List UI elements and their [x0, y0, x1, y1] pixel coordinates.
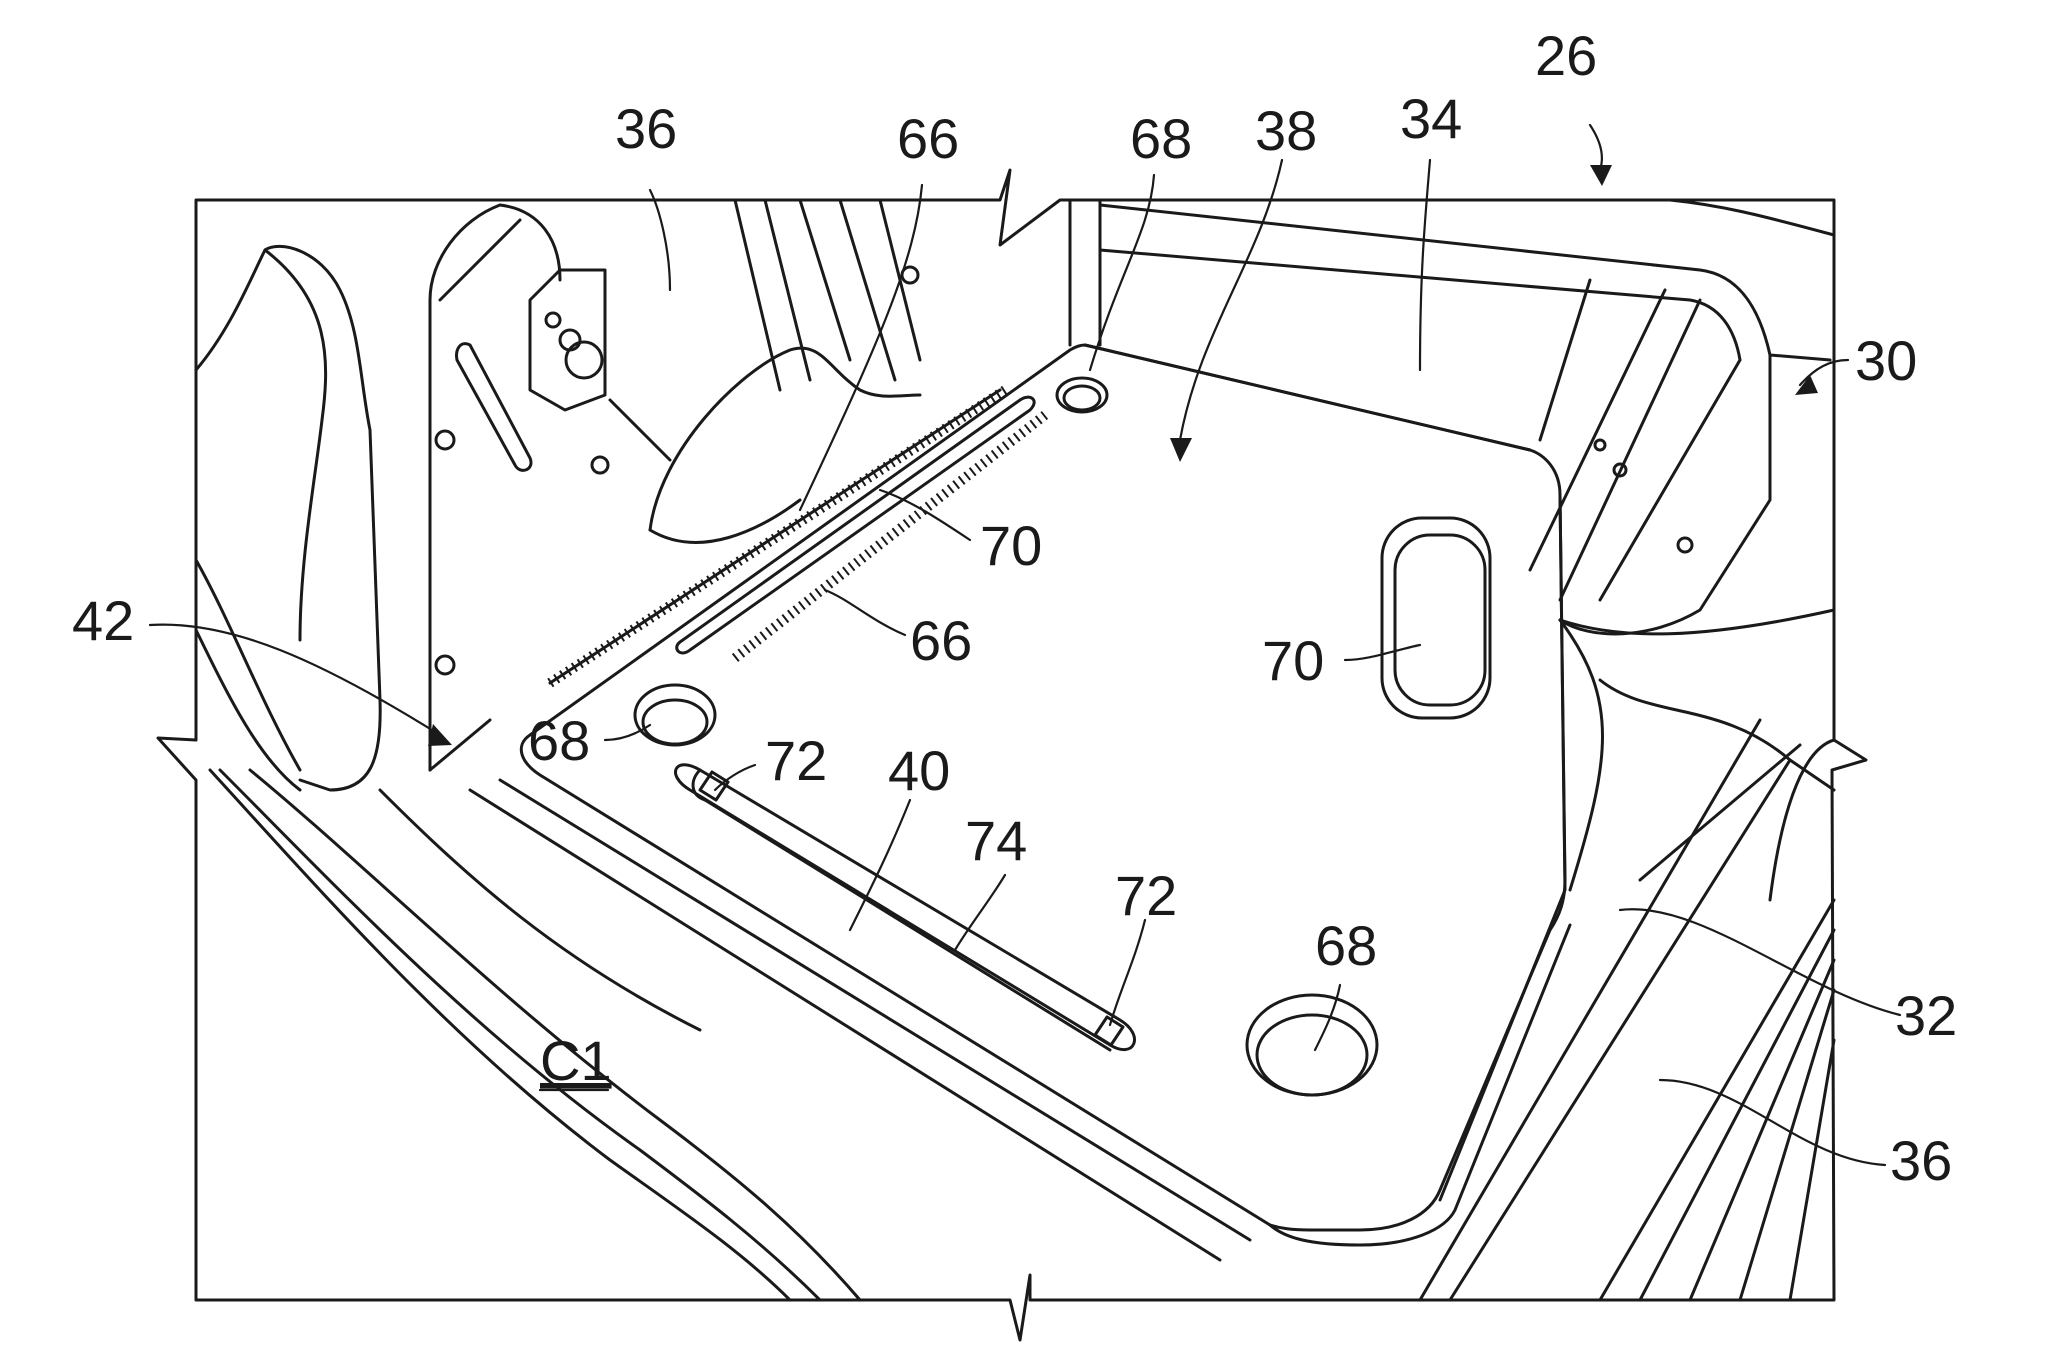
label-68-top: 68: [1130, 107, 1192, 170]
floor-panel: [468, 343, 1572, 1262]
left-trim-bulge: [648, 346, 922, 544]
reference-labels: 26 36 66 68 38 34 30 70 66 42 70 68 72 4…: [72, 24, 1957, 1192]
hole-top: [1055, 376, 1109, 414]
label-34: 34: [1400, 87, 1462, 150]
label-36-bottom: 36: [1890, 1129, 1952, 1192]
label-c1: C1: [540, 1029, 612, 1092]
ribbed-strips: [547, 385, 1049, 688]
label-70-mid: 70: [980, 514, 1042, 577]
label-74: 74: [965, 809, 1027, 872]
label-30: 30: [1855, 329, 1917, 392]
frame: [156, 168, 1868, 1342]
long-slot: [675, 395, 1036, 655]
oval-recess: [1380, 516, 1492, 720]
label-40: 40: [888, 739, 950, 802]
label-42: 42: [72, 589, 134, 652]
hole-left: [633, 683, 717, 747]
ribbed-strip-lower: [731, 411, 1049, 662]
holes: [633, 376, 1379, 1097]
left-body-structure: [194, 203, 672, 792]
cargo-rail-slot: [674, 763, 1136, 1052]
sill-curves: [208, 768, 862, 1302]
label-72-bottom: 72: [1115, 864, 1177, 927]
leader-lines: [148, 123, 1902, 1167]
label-66-mid: 66: [910, 609, 972, 672]
label-26: 26: [1535, 24, 1597, 87]
hole-bottom: [1245, 993, 1379, 1097]
label-32: 32: [1895, 984, 1957, 1047]
label-36-top: 36: [615, 97, 677, 160]
bottom-right-structure: [1418, 618, 1836, 1302]
clip-bottom: [1093, 1015, 1125, 1047]
right-side-wall: [1098, 198, 1836, 636]
label-68-left: 68: [528, 709, 590, 772]
label-68-bottom: 68: [1315, 914, 1377, 977]
rear-panel-lines: [733, 198, 1102, 392]
clip-top: [698, 770, 730, 802]
label-70-right: 70: [1262, 629, 1324, 692]
label-66-top: 66: [897, 107, 959, 170]
label-38: 38: [1255, 99, 1317, 162]
label-72-top: 72: [765, 729, 827, 792]
